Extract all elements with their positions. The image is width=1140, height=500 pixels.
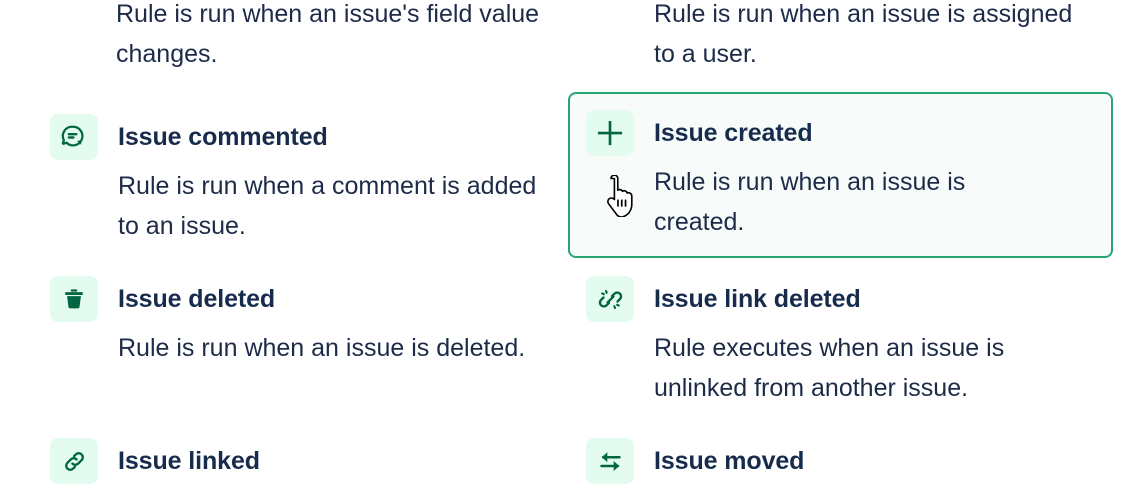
plus-icon [586,110,634,156]
trigger-card-body: Issue moved [568,420,1113,500]
trigger-description: Rule is run when an issue's field value … [116,0,540,68]
trigger-card-body: Issue linked [32,420,577,500]
trigger-title: Issue linked [118,446,260,475]
trigger-grid: Rule is run when an issue's field value … [32,0,1113,484]
trigger-description: Rule is run when an issue is assigned to… [654,0,1073,68]
trigger-title: Issue moved [654,446,805,475]
trigger-header: Issue link deleted [586,276,1095,322]
trigger-header: Issue deleted [50,276,559,322]
trigger-card-issue-moved[interactable]: Issue moved [568,420,1113,500]
trigger-description: Rule is run when an issue is deleted. [118,334,526,362]
comment-icon [50,114,98,160]
trigger-header: Issue created [586,110,1095,156]
trigger-description: Rule is run when a comment is added to a… [118,172,537,240]
trigger-header: Issue commented [50,114,559,160]
trigger-description: Rule is run when an issue is created. [654,168,966,236]
trigger-title: Issue created [654,118,813,147]
trigger-title: Issue link deleted [654,284,861,313]
trigger-header: Issue linked [50,438,559,484]
trash-icon [50,276,98,322]
broken-link-icon [586,276,634,322]
trigger-card-issue-linked[interactable]: Issue linked [32,420,577,500]
trigger-description: Rule executes when an issue is unlinked … [654,334,1005,402]
link-icon [50,438,98,484]
move-arrows-icon [586,438,634,484]
trigger-header: Issue moved [586,438,1095,484]
trigger-title: Issue deleted [118,284,276,313]
trigger-title: Issue commented [118,122,328,151]
